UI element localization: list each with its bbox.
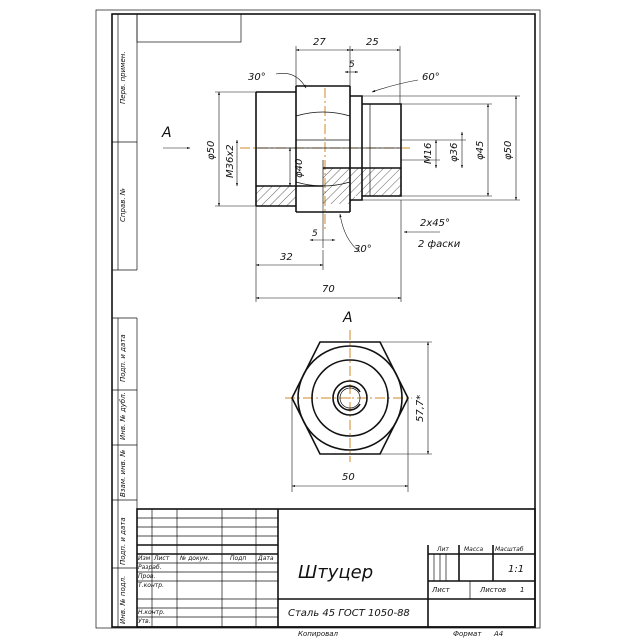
outer-circle <box>297 345 403 451</box>
dim-27: 27 <box>313 37 326 48</box>
dim-phi45: φ45 <box>475 141 486 160</box>
section-marker-a: A <box>161 125 172 141</box>
mass-label: Масса <box>464 546 483 553</box>
dim-phi40: φ40 <box>294 159 305 178</box>
mid-circle <box>311 359 389 437</box>
dim-phi50-left: φ50 <box>206 141 217 160</box>
part-name: Штуцер <box>298 562 373 583</box>
footer-format-value: А4 <box>493 630 503 638</box>
part-material: Сталь 45 ГОСТ 1050-88 <box>288 608 410 619</box>
angle-30-top: 30° <box>248 72 266 83</box>
bore-circle <box>339 387 361 409</box>
view-a-label: A <box>342 310 353 326</box>
footer-copied: Копировал <box>298 630 339 638</box>
outer-frame <box>95 9 541 629</box>
col-list: Лист <box>153 555 170 562</box>
side-label-sign-date-1: Подп. и дата <box>119 334 127 382</box>
dim-width-50: 50 <box>342 472 355 483</box>
lit-label: Лит <box>436 546 449 553</box>
scale-label: Масштаб <box>495 546 524 553</box>
view-a: A 57,7* 50 <box>285 310 432 492</box>
inner-frame <box>111 13 536 628</box>
col-izm: Изм <box>138 555 151 562</box>
side-label-replace-inv: Взам. инв. № <box>119 449 127 497</box>
col-date: Дата <box>257 555 274 562</box>
scale-value: 1:1 <box>508 564 524 575</box>
row-tech-control: Т.контр. <box>138 582 164 589</box>
row-developer: Разраб. <box>138 564 162 571</box>
front-view: 27 25 5 30° 60° φ50 M36x2 φ40 M16 φ36 φ4… <box>161 37 520 302</box>
dim-5-bottom: 5 <box>312 229 318 239</box>
dim-m36x2: M36x2 <box>225 144 236 178</box>
dim-32: 32 <box>280 252 293 263</box>
top-corner-box <box>136 13 242 43</box>
col-doc: № докум. <box>179 555 210 562</box>
row-approved: Утв. <box>138 618 151 625</box>
col-sign: Подп <box>230 555 246 562</box>
chamfer-note: 2 фаски <box>418 239 461 250</box>
sheets-label: Листов <box>479 586 506 594</box>
dim-70: 70 <box>322 284 335 295</box>
dim-across-corners: 57,7* <box>415 395 426 422</box>
angle-30-bottom: 30° <box>354 244 372 255</box>
side-label-dup-inv: Инв. № дубл. <box>119 392 127 440</box>
dim-5-top: 5 <box>349 60 355 70</box>
angle-60: 60° <box>422 72 440 83</box>
side-label-sign-date-2: Подп. и дата <box>119 517 127 565</box>
inner-circle <box>332 380 368 416</box>
chamfer-2x45: 2x45° <box>420 218 450 229</box>
footer-format: Формат <box>453 630 482 638</box>
left-binding-column: Перв. примен. Справ. № Подп. и дата Инв.… <box>112 14 138 627</box>
title-block: Изм Лист № докум. Подп Дата Разраб. Пров… <box>136 508 536 628</box>
sheets-value: 1 <box>520 586 524 594</box>
dim-phi50-right: φ50 <box>503 141 514 160</box>
row-norm-control: Н.контр. <box>138 609 165 616</box>
dim-m16: M16 <box>423 143 434 164</box>
dim-phi36: φ36 <box>449 143 460 162</box>
side-label-ref-no: Справ. № <box>119 188 127 222</box>
dim-25: 25 <box>366 37 379 48</box>
side-label-first-use: Перв. примен. <box>119 51 127 104</box>
sheet-label: Лист <box>431 586 451 594</box>
side-label-orig-inv: Инв. № подл. <box>119 576 127 624</box>
row-checker: Пров. <box>138 573 156 580</box>
section-hatch-lower <box>256 186 296 206</box>
